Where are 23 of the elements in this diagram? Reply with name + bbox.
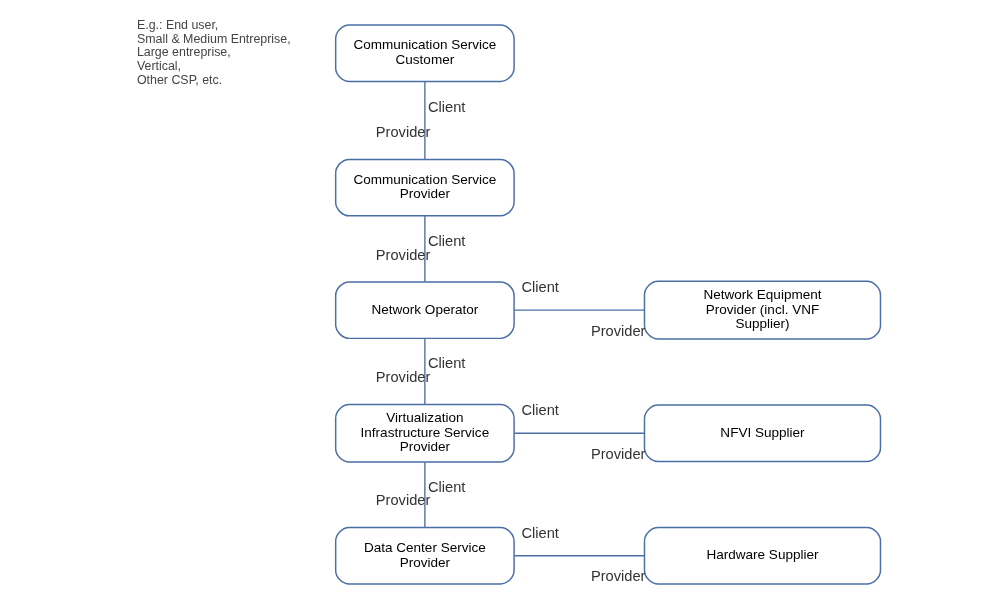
connector bbox=[513, 432, 645, 434]
label: Provider bbox=[590, 322, 646, 339]
connector bbox=[424, 461, 426, 528]
label: Provider bbox=[590, 568, 646, 585]
connector bbox=[513, 555, 645, 557]
label: Client bbox=[427, 479, 466, 496]
node-box: Communication Service Provider bbox=[334, 158, 515, 217]
node-label: E.g.: End user, Small & Medium Entreprise, Large entreprise, Vertical, Other CSP, etc. bbox=[136, 18, 291, 87]
node-box: Network Operator bbox=[334, 281, 515, 340]
node-box: Communication Service Customer bbox=[334, 24, 515, 83]
node-box: Data Center Service Provider bbox=[334, 526, 515, 585]
connector bbox=[424, 337, 426, 405]
label: Client bbox=[427, 98, 466, 115]
label: Client bbox=[427, 232, 466, 249]
connector bbox=[424, 215, 426, 283]
label: Client bbox=[521, 524, 559, 541]
connector bbox=[424, 81, 426, 160]
label: Provider bbox=[590, 445, 646, 462]
node-box: Virtualization Infrastructure Service Provider bbox=[334, 403, 515, 463]
label: Client bbox=[521, 279, 559, 296]
connector bbox=[513, 309, 645, 311]
label: Client bbox=[427, 355, 466, 372]
label: Client bbox=[521, 402, 559, 419]
